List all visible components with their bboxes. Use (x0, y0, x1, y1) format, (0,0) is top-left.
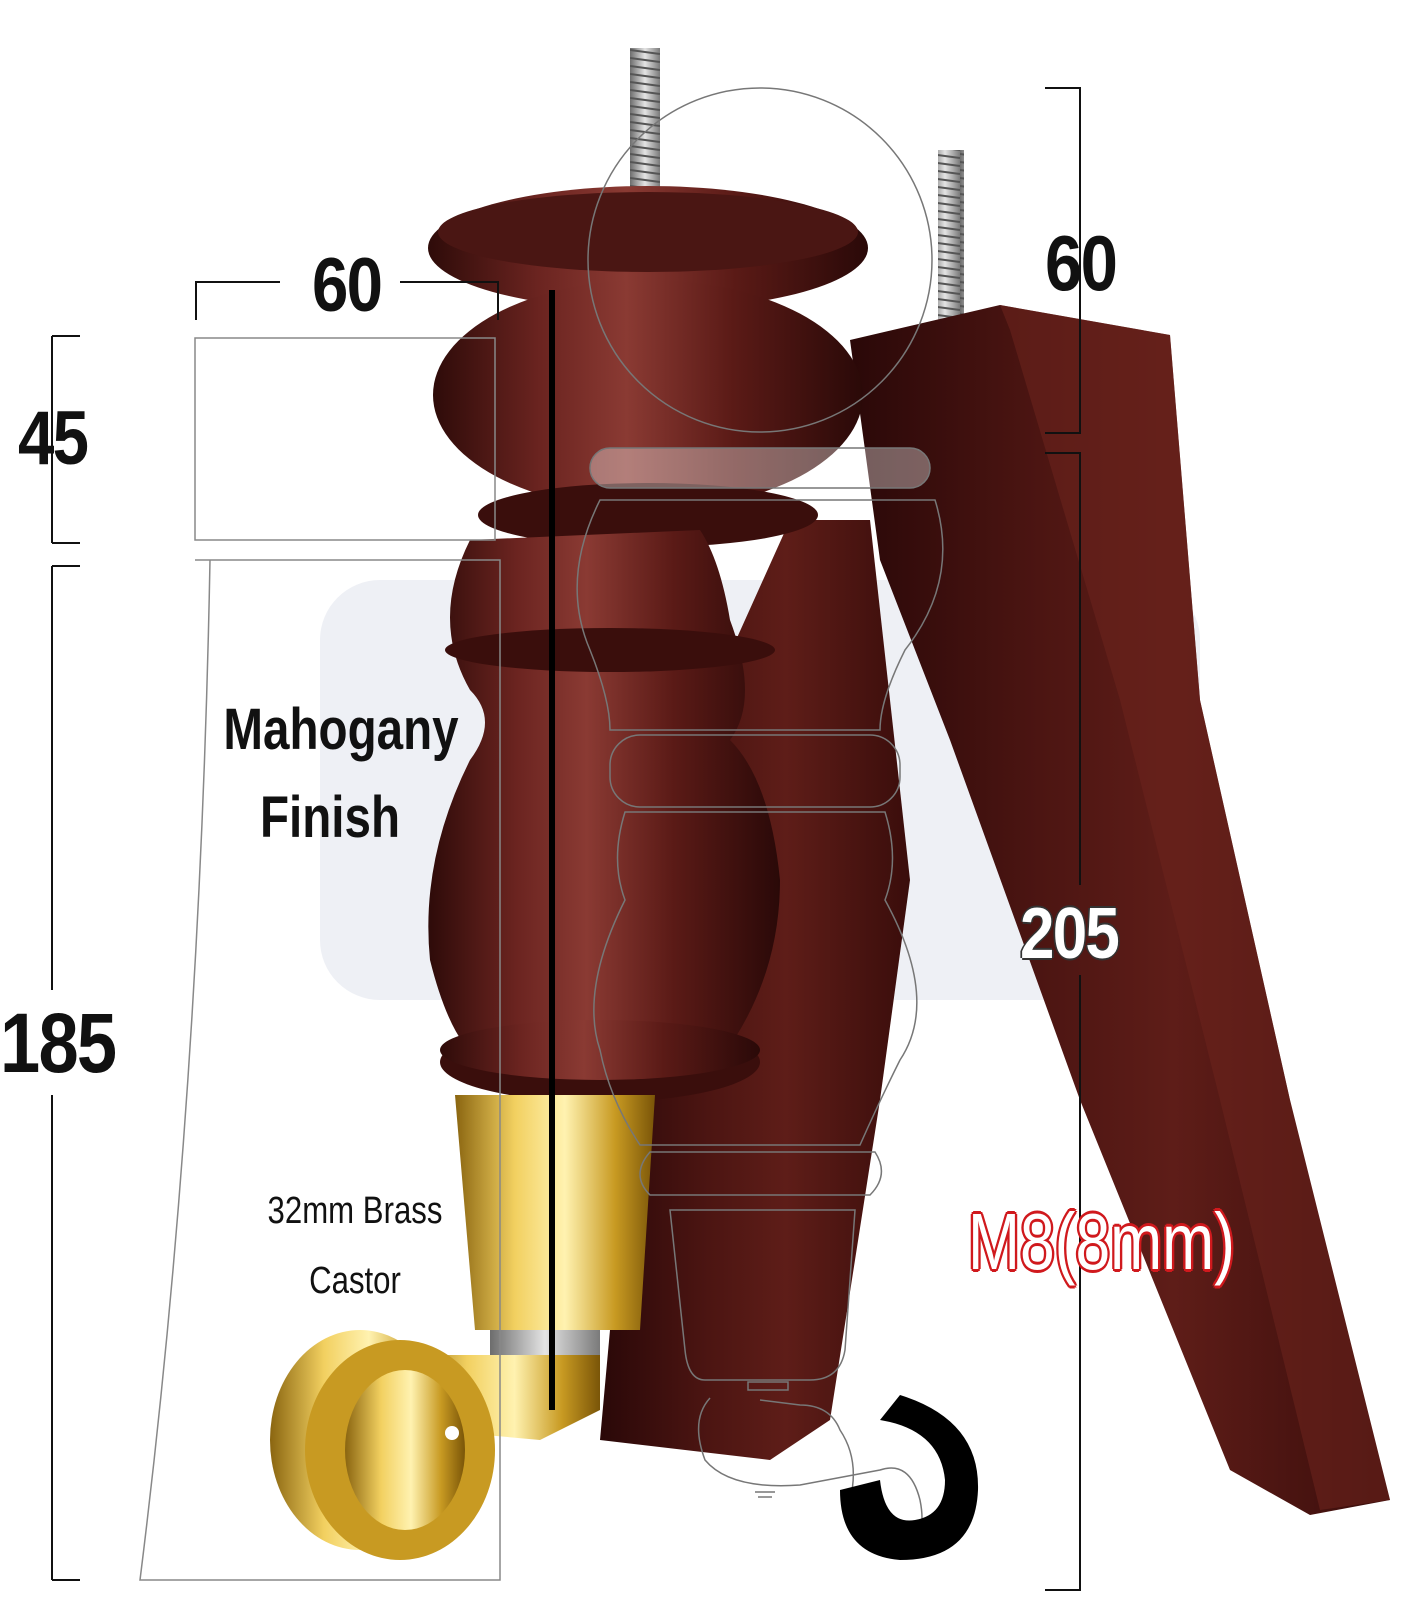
finish-label-line2: Finish (259, 785, 401, 850)
finish-label-line1: Mahogany (223, 697, 459, 762)
dim-head-width: 60 (1045, 219, 1118, 307)
square-leg-outline (139, 337, 501, 1581)
castor-label-line2: Castor (309, 1260, 401, 1302)
castor-wheel-outline (840, 1395, 979, 1560)
square-leg-bolt (938, 150, 964, 320)
thread-size-label: M8(8mm) (968, 1197, 1235, 1286)
dimension-lines (51, 87, 1081, 1591)
dim-lower-height: 185 (0, 996, 117, 1090)
finish-label: Mahogany Finish (223, 686, 459, 862)
castor-label-line1: 32mm Brass (267, 1190, 443, 1232)
dim-head-height: 45 (18, 396, 89, 481)
dim-tapered-height: 205 (1020, 894, 1120, 974)
dim-top-width: 60 (312, 243, 383, 328)
castor-label: 32mm Brass Castor (261, 1176, 450, 1316)
turned-leg-outline (576, 87, 944, 1547)
